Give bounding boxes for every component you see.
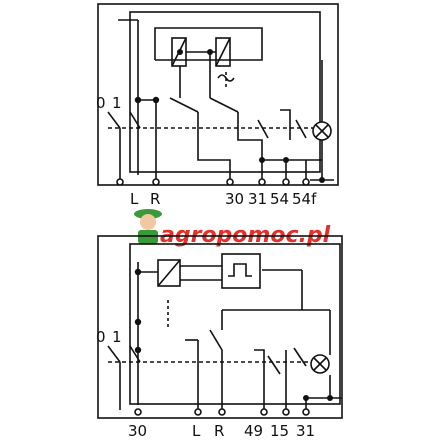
top-terminal-54: 54 [270, 190, 289, 208]
farmer-mascot-icon [134, 209, 162, 244]
bottom-terminal-15: 15 [270, 422, 289, 440]
top-terminal-31: 31 [248, 190, 267, 208]
bottom-terminal-30: 30 [128, 422, 147, 440]
bottom-terminal-r: R [214, 422, 224, 440]
bottom-lamp-icon [310, 354, 330, 374]
bottom-relay-coil [157, 259, 181, 287]
top-lamp-icon [312, 121, 332, 141]
top-terminal-l: L [130, 190, 139, 208]
top-terminal-30: 30 [225, 190, 244, 208]
bottom-flasher-unit [221, 253, 261, 289]
bottom-terminal-l: L [192, 422, 201, 440]
top-relay-housing [154, 27, 263, 61]
top-switch-pos-1: 1 [112, 94, 122, 112]
bottom-terminal-49: 49 [244, 422, 263, 440]
top-frame [97, 3, 339, 186]
watermark: agropomoc.pl [134, 209, 331, 248]
top-terminal-r: R [150, 190, 160, 208]
bottom-frame [97, 235, 343, 419]
top-terminal-54f: 54f [292, 190, 317, 208]
bottom-relay-module [129, 243, 341, 405]
bottom-circuit-diagram [97, 235, 343, 419]
bottom-switch-pos-0: 0 [96, 328, 106, 346]
top-circuit-diagram [97, 3, 339, 186]
top-switch-pos-0: 0 [96, 94, 106, 112]
bottom-terminal-31: 31 [296, 422, 315, 440]
bottom-switch-pos-1: 1 [112, 328, 122, 346]
top-relay-module [129, 11, 321, 173]
